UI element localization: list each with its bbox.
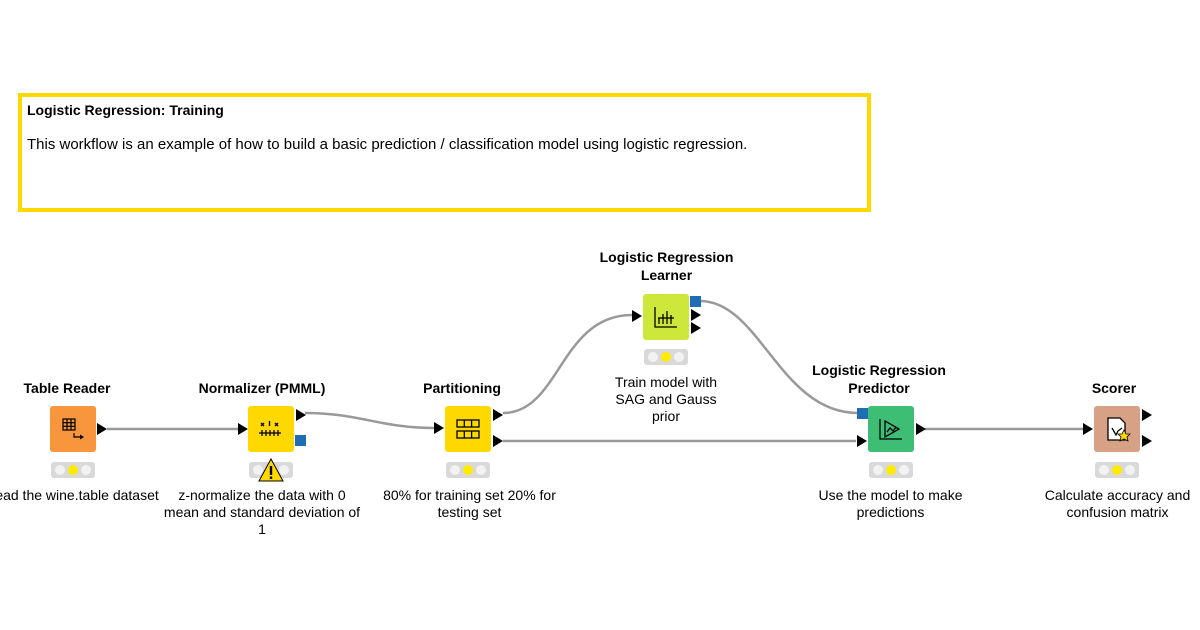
status-light-yellow xyxy=(68,465,78,475)
predictor-icon xyxy=(879,419,902,440)
partition-icon xyxy=(456,419,480,439)
predictor-model-input-port[interactable] xyxy=(857,408,868,419)
status-light-green xyxy=(81,465,91,475)
table-reader-title: Table Reader xyxy=(23,380,111,396)
scorer-description: Calculate accuracy and confusion matrix xyxy=(1044,487,1191,520)
workflow-annotation[interactable]: Logistic Regression: Training This workf… xyxy=(18,93,871,212)
learner-output-port-2[interactable] xyxy=(691,309,701,321)
learner-input-port[interactable] xyxy=(632,310,642,322)
status-light-red xyxy=(648,352,658,362)
connection-partitioning-learner xyxy=(502,313,633,415)
predictor-data-input-port[interactable] xyxy=(857,435,867,447)
scorer-title: Scorer xyxy=(1091,380,1137,396)
table-arrow-icon xyxy=(62,418,84,440)
learner-node[interactable] xyxy=(643,294,689,340)
table-reader-output-port[interactable] xyxy=(97,423,107,435)
status-light-yellow xyxy=(886,465,896,475)
scorer-node[interactable] xyxy=(1094,406,1140,452)
scorer-input-port[interactable] xyxy=(1083,423,1093,435)
status-light-red xyxy=(450,465,460,475)
scorer-status xyxy=(1095,462,1139,478)
normalizer-description: z-normalize the data with 0 mean and sta… xyxy=(163,487,361,537)
partitioning-node[interactable] xyxy=(445,406,491,452)
partitioning-description: 80% for training set 20% for testing set xyxy=(383,487,556,520)
table-reader-status xyxy=(51,462,95,478)
learner-output-port-3[interactable] xyxy=(691,322,701,334)
normalizer-title: Normalizer (PMML) xyxy=(198,380,326,396)
learner-title: Logistic Regression Learner xyxy=(599,249,734,283)
normalizer-input-port[interactable] xyxy=(238,423,248,435)
scorer-output-port-2[interactable] xyxy=(1142,435,1152,447)
warning-icon[interactable] xyxy=(258,458,284,482)
predictor-node[interactable] xyxy=(868,406,914,452)
partitioning-output-port-1[interactable] xyxy=(493,409,503,421)
learner-chart-icon xyxy=(654,307,677,328)
annotation-text: This workflow is an example of how to bu… xyxy=(27,136,748,153)
partitioning-input-port[interactable] xyxy=(434,422,444,434)
status-light-red xyxy=(253,465,263,475)
status-light-red xyxy=(1099,465,1109,475)
scorer-icon xyxy=(1107,417,1131,442)
status-light-yellow xyxy=(661,352,671,362)
status-light-green xyxy=(476,465,486,475)
normalizer-model-output-port[interactable] xyxy=(295,435,306,446)
status-light-green xyxy=(1125,465,1135,475)
learner-status xyxy=(644,349,688,365)
normalize-icon xyxy=(259,421,281,436)
connection-learner-predictor xyxy=(699,299,859,415)
status-light-red xyxy=(55,465,65,475)
normalizer-node[interactable] xyxy=(248,406,294,452)
predictor-title: Logistic Regression Predictor xyxy=(812,362,946,396)
table-reader-description: Read the wine.table dataset xyxy=(0,487,159,503)
table-reader-node[interactable] xyxy=(50,406,96,452)
predictor-description: Use the model to make predictions xyxy=(818,487,963,520)
status-light-green xyxy=(279,465,289,475)
partitioning-output-port-2[interactable] xyxy=(493,435,503,447)
normalizer-data-output-port[interactable] xyxy=(296,409,306,421)
annotation-title: Logistic Regression: Training xyxy=(27,102,224,118)
learner-model-output-port[interactable] xyxy=(690,296,701,307)
status-light-green xyxy=(899,465,909,475)
learner-description: Train model with SAG and Gauss prior xyxy=(614,374,718,424)
status-light-yellow xyxy=(463,465,473,475)
connection-normalizer-partitioning xyxy=(304,411,435,430)
partitioning-title: Partitioning xyxy=(423,380,501,396)
predictor-output-port[interactable] xyxy=(916,423,926,435)
status-light-yellow xyxy=(1112,465,1122,475)
partitioning-status xyxy=(446,462,490,478)
predictor-status xyxy=(869,462,913,478)
status-light-red xyxy=(873,465,883,475)
scorer-output-port-1[interactable] xyxy=(1142,409,1152,421)
status-light-green xyxy=(674,352,684,362)
